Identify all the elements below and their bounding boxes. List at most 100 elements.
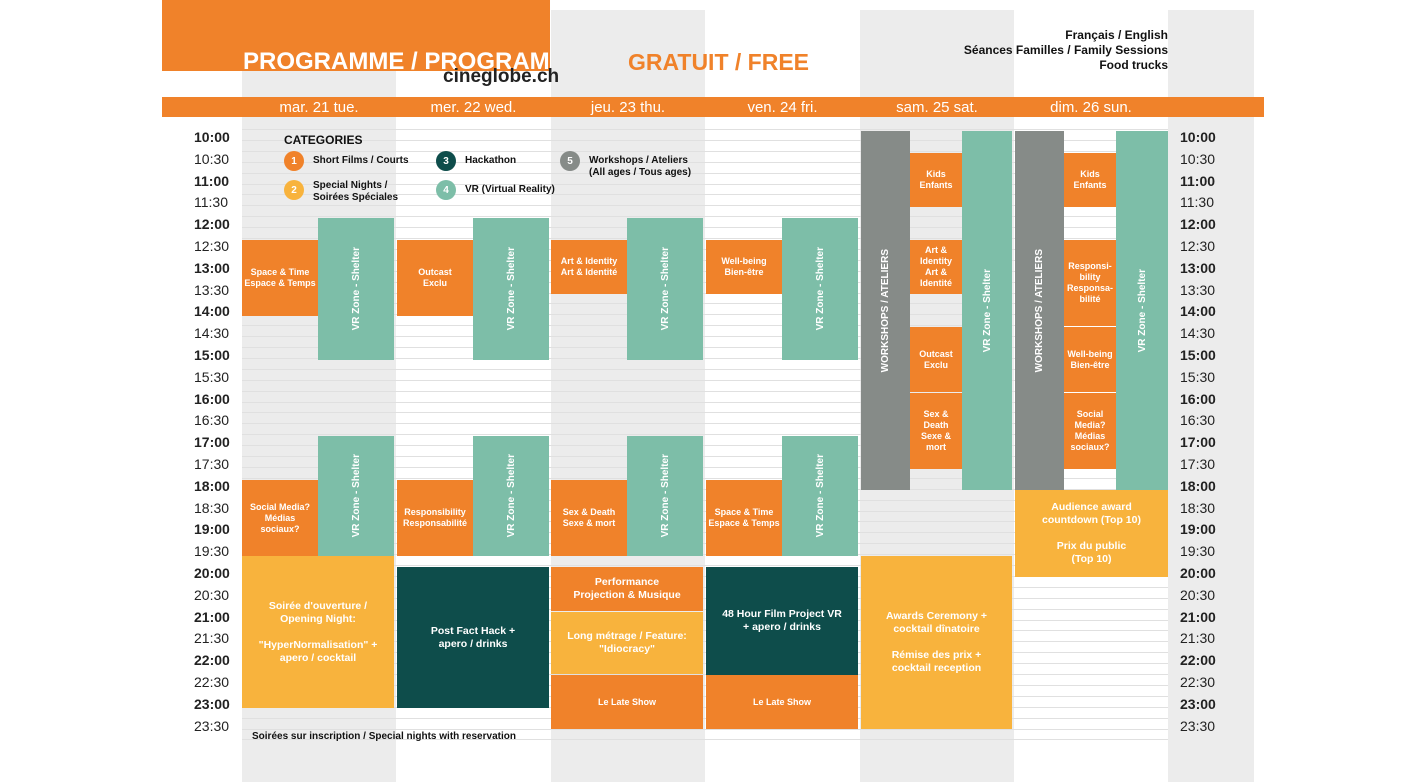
grid-line <box>242 630 1168 632</box>
time-label-left: 14:00 <box>194 303 230 320</box>
time-label-right: 23:00 <box>1180 695 1216 712</box>
event-fri-late-show[interactable]: Le Late Show <box>706 675 858 729</box>
event-tue-vr-zone-2[interactable]: VR Zone - Shelter <box>318 436 394 556</box>
time-label-right: 10:30 <box>1180 150 1216 167</box>
event-thu-sex-death[interactable]: Sex & Death Sexe & mort <box>551 480 627 556</box>
event-sun-kids[interactable]: Kids Enfants <box>1064 153 1116 207</box>
event-sun-social-media[interactable]: Social Media? Médias sociaux? <box>1064 393 1116 469</box>
event-fri-vr-zone-2-label: VR Zone - Shelter <box>814 454 826 538</box>
grid-line <box>242 270 1168 272</box>
event-sat-vr-zone[interactable]: VR Zone - Shelter <box>962 131 1012 490</box>
grid-line <box>242 347 1168 348</box>
grid-line <box>242 183 1168 185</box>
time-label-left: 23:00 <box>194 695 230 712</box>
event-thu-vr-zone-1[interactable]: VR Zone - Shelter <box>627 218 703 360</box>
time-label-left: 16:30 <box>194 412 230 429</box>
event-thu-late-show[interactable]: Le Late Show <box>551 675 703 729</box>
category-1-label: Short Films / Courts <box>313 155 409 166</box>
grid-line <box>242 477 1168 479</box>
grid-line <box>242 586 1168 588</box>
time-label-right: 23:30 <box>1180 717 1216 734</box>
time-label-right: 18:00 <box>1180 477 1216 494</box>
event-tue-space-time[interactable]: Space & Time Espace & Temps <box>242 240 318 316</box>
time-label-right: 15:00 <box>1180 347 1216 363</box>
time-label-left: 13:30 <box>194 281 230 298</box>
grid-line <box>242 597 1168 599</box>
time-label-left: 22:30 <box>194 674 230 690</box>
categories-title: CATEGORIES <box>284 133 363 147</box>
event-thu-art-identity[interactable]: Art & Identity Art & Identité <box>551 240 627 294</box>
event-thu-performance[interactable]: Performance Projection & Musique <box>551 567 703 611</box>
grid-line <box>242 401 1168 403</box>
event-wed-responsibility[interactable]: Responsibility Responsabilité <box>397 480 473 556</box>
event-sat-awards[interactable]: Awards Ceremony + cocktail dînatoire Rém… <box>861 556 1012 729</box>
event-wed-outcast[interactable]: Outcast Exclu <box>397 240 473 316</box>
event-sat-outcast[interactable]: Outcast Exclu <box>910 327 962 392</box>
footnote: Soirées sur inscription / Special nights… <box>252 731 516 742</box>
grid-line <box>242 466 1168 468</box>
event-tue-social-media[interactable]: Social Media? Médias sociaux? <box>242 480 318 556</box>
event-sun-well-being[interactable]: Well-being Bien-être <box>1064 327 1116 392</box>
time-label-right: 13:30 <box>1180 281 1216 298</box>
website-link[interactable]: cineglobe.ch <box>443 66 560 87</box>
grid-line <box>242 150 1168 152</box>
event-sun-workshops[interactable]: WORKSHOPS / ATELIERS <box>1015 131 1064 490</box>
event-sat-workshops[interactable]: WORKSHOPS / ATELIERS <box>861 131 910 490</box>
time-label-right: 22:00 <box>1180 652 1216 669</box>
event-sun-workshops-label: WORKSHOPS / ATELIERS <box>1034 248 1045 373</box>
time-label-right: 11:00 <box>1180 172 1216 189</box>
time-label-right: 20:00 <box>1180 565 1216 581</box>
event-sat-art-identity[interactable]: Art & Identity Art & Identité <box>910 240 962 294</box>
event-sun-audience-award[interactable]: Audience award countdown (Top 10) Prix d… <box>1015 490 1168 577</box>
time-label-left: 15:30 <box>194 368 230 385</box>
time-label-right: 10:00 <box>1180 129 1216 145</box>
grid-line <box>242 194 1168 196</box>
grid-line <box>242 368 1168 370</box>
event-wed-vr-zone-1[interactable]: VR Zone - Shelter <box>473 218 549 360</box>
event-wed-post-fact-hack[interactable]: Post Fact Hack + apero / drinks <box>397 567 549 708</box>
grid-line <box>242 357 1168 359</box>
time-label-left: 20:30 <box>194 586 230 603</box>
event-fri-space-time[interactable]: Space & Time Espace & Temps <box>706 480 782 556</box>
time-label-left: 17:00 <box>194 434 230 451</box>
event-fri-well-being[interactable]: Well-being Bien-être <box>706 240 782 294</box>
event-tue-opening-night[interactable]: Soirée d'ouverture / Opening Night: "Hyp… <box>242 556 394 708</box>
grid-line <box>242 129 1168 130</box>
time-label-right: 14:00 <box>1180 303 1216 320</box>
event-fri-vr-zone-2[interactable]: VR Zone - Shelter <box>782 436 858 556</box>
event-fri-vr-zone-1[interactable]: VR Zone - Shelter <box>782 218 858 360</box>
day-header-tue: mar. 21 tue. <box>279 99 359 116</box>
grid-line <box>242 739 1168 741</box>
grid-line <box>242 216 1168 218</box>
grid-line <box>242 695 1168 697</box>
category-4: 4 VR (Virtual Reality) <box>436 180 555 200</box>
event-thu-feature[interactable]: Long métrage / Feature: "Idiocracy" <box>551 612 703 674</box>
event-wed-vr-zone-1-label: VR Zone - Shelter <box>505 247 517 331</box>
time-label-left: 19:00 <box>194 521 230 538</box>
time-label-left: 13:00 <box>194 259 230 276</box>
event-sat-kids[interactable]: Kids Enfants <box>910 153 962 207</box>
time-label-right: 16:00 <box>1180 390 1216 407</box>
event-sat-sex-death[interactable]: Sex & Death Sexe & mort <box>910 393 962 469</box>
event-sun-responsibility[interactable]: Responsi- bility Responsa- bilité <box>1064 240 1116 326</box>
time-label-right: 15:30 <box>1180 368 1216 385</box>
time-label-left: 20:00 <box>194 565 230 581</box>
grid-line <box>242 238 1168 239</box>
event-fri-48-hour-film[interactable]: 48 Hour Film Project VR + apero / drinks <box>706 567 858 675</box>
grid-line <box>242 248 1168 250</box>
event-wed-vr-zone-2[interactable]: VR Zone - Shelter <box>473 436 549 556</box>
category-2: 2 Special Nights / Soirées Spéciales <box>284 180 398 204</box>
event-sun-vr-zone[interactable]: VR Zone - Shelter <box>1116 131 1168 490</box>
time-label-left: 10:00 <box>194 129 230 145</box>
event-tue-vr-zone-1[interactable]: VR Zone - Shelter <box>318 218 394 360</box>
column-bg-times-right <box>1168 10 1254 782</box>
time-label-left: 19:30 <box>194 543 230 560</box>
time-label-left: 10:30 <box>194 150 230 167</box>
time-label-left: 23:30 <box>194 717 230 734</box>
category-1: 1 Short Films / Courts <box>284 151 409 171</box>
free-label: GRATUIT / FREE <box>628 49 810 75</box>
event-sat-vr-zone-label: VR Zone - Shelter <box>981 268 993 353</box>
event-thu-vr-zone-2[interactable]: VR Zone - Shelter <box>627 436 703 556</box>
grid-line <box>242 434 1168 436</box>
day-header-sat: sam. 25 sat. <box>896 99 978 116</box>
